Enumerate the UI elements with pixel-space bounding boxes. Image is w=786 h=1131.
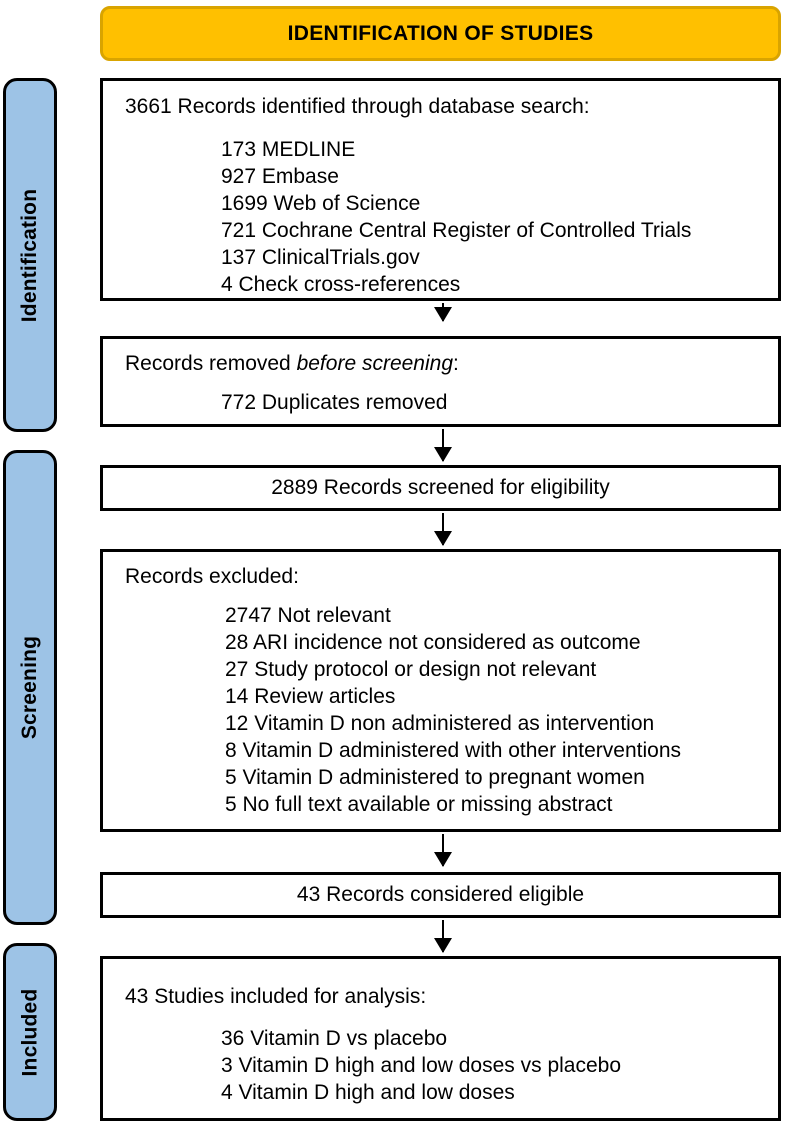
list-item: 8 Vitamin D administered with other inte… xyxy=(225,739,682,762)
box-records-screened-text: 2889 Records screened for eligibility xyxy=(271,476,610,499)
list-item: 12 Vitamin D non administered as interve… xyxy=(225,712,655,735)
list-item: 2747 Not relevant xyxy=(225,604,391,627)
box-studies-included-list: 36 Vitamin D vs placebo 3 Vitamin D high… xyxy=(221,1025,621,1106)
list-item: 3 Vitamin D high and low doses vs placeb… xyxy=(221,1054,622,1077)
list-item: 772 Duplicates removed xyxy=(221,391,448,414)
diagram-banner-title: IDENTIFICATION OF STUDIES xyxy=(100,6,781,61)
box-records-removed: Records removed before screening: 772 Du… xyxy=(100,336,781,427)
stage-pill-identification: Identification xyxy=(3,78,57,432)
stage-label-included: Included xyxy=(18,988,42,1076)
list-item: 5 No full text available or missing abst… xyxy=(225,793,613,816)
box-records-excluded-list: 2747 Not relevant 28 ARI incidence not c… xyxy=(225,602,681,818)
arrow-eligible-to-included xyxy=(442,920,444,952)
box-records-removed-list: 772 Duplicates removed xyxy=(221,389,447,416)
list-item: 27 Study protocol or design not relevant xyxy=(225,658,597,681)
box-records-removed-heading: Records removed before screening: xyxy=(125,352,459,377)
arrow-removed-to-screened xyxy=(442,429,444,461)
box-records-removed-heading-post: : xyxy=(453,352,459,375)
box-records-removed-heading-pre: Records removed xyxy=(125,352,297,375)
list-item: 1699 Web of Science xyxy=(221,192,421,215)
list-item: 5 Vitamin D administered to pregnant wom… xyxy=(225,766,645,789)
list-item: 14 Review articles xyxy=(225,685,396,708)
box-records-screened: 2889 Records screened for eligibility xyxy=(100,465,781,511)
list-item: 173 MEDLINE xyxy=(221,138,356,161)
stage-label-screening: Screening xyxy=(18,635,42,740)
box-studies-included: 43 Studies included for analysis: 36 Vit… xyxy=(100,956,781,1121)
list-item: 927 Embase xyxy=(221,165,339,188)
box-records-identified: 3661 Records identified through database… xyxy=(100,78,781,301)
stage-pill-screening: Screening xyxy=(3,450,57,925)
box-records-removed-heading-emphasis: before screening xyxy=(296,352,454,375)
list-item: 4 Check cross-references xyxy=(221,273,461,296)
list-item: 137 ClinicalTrials.gov xyxy=(221,246,420,269)
arrow-screened-to-excluded xyxy=(442,513,444,545)
list-item: 4 Vitamin D high and low doses xyxy=(221,1081,515,1104)
list-item: 721 Cochrane Central Register of Control… xyxy=(221,219,692,242)
box-records-eligible: 43 Records considered eligible xyxy=(100,872,781,918)
stage-label-identification: Identification xyxy=(18,188,42,322)
box-records-identified-heading: 3661 Records identified through database… xyxy=(125,95,590,118)
box-records-eligible-text: 43 Records considered eligible xyxy=(296,883,585,906)
list-item: 28 ARI incidence not considered as outco… xyxy=(225,631,641,654)
box-records-excluded: Records excluded: 2747 Not relevant 28 A… xyxy=(100,549,781,832)
box-studies-included-heading: 43 Studies included for analysis: xyxy=(125,985,427,1008)
arrow-identified-to-removed xyxy=(442,303,444,321)
stage-pill-included: Included xyxy=(3,943,57,1121)
arrow-excluded-to-eligible xyxy=(442,834,444,866)
list-item: 36 Vitamin D vs placebo xyxy=(221,1027,448,1050)
box-records-excluded-heading: Records excluded: xyxy=(125,565,299,588)
box-records-identified-list: 173 MEDLINE 927 Embase 1699 Web of Scien… xyxy=(221,136,691,298)
